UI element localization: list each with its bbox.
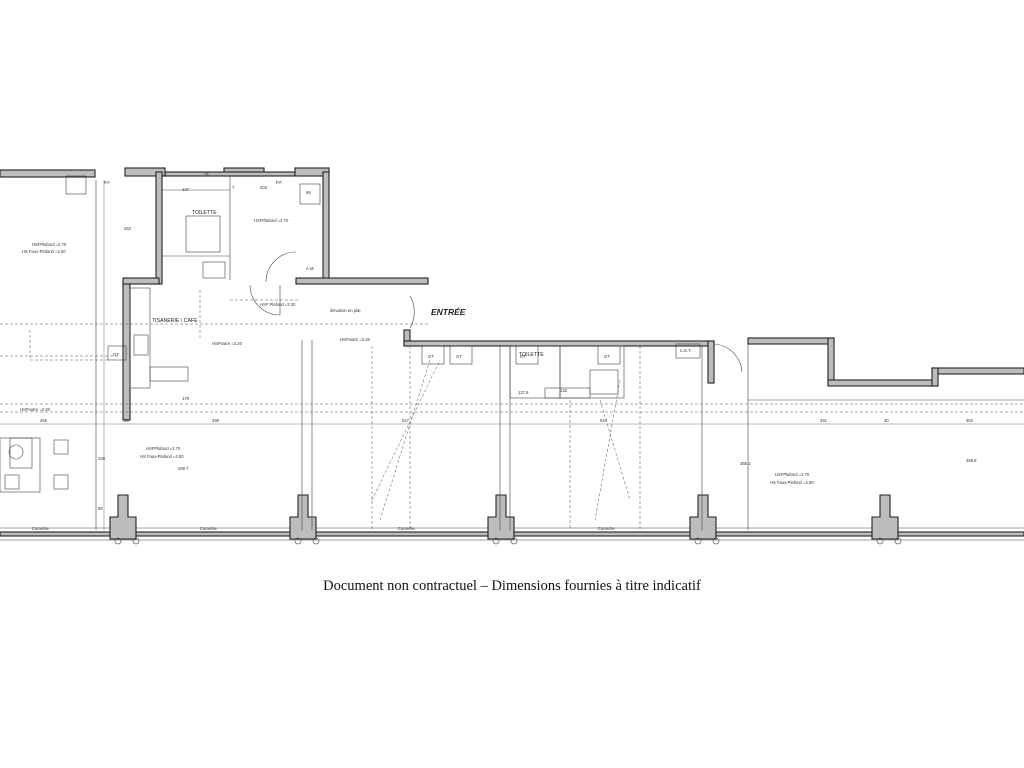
- label-toilette-2: TOILETTE: [519, 352, 544, 358]
- label-gt-2: GT: [428, 354, 434, 359]
- label-hsf-plafond-3: HSF Plafond =2.20: [260, 302, 296, 307]
- label-gt-5: GT: [604, 354, 610, 359]
- dim-455: 455: [40, 418, 48, 423]
- label-elevation: élévation en plat: [330, 308, 361, 313]
- interior-lines: [0, 175, 1024, 530]
- label-toilette-1: TOILETTE: [192, 210, 217, 216]
- label-hsf-plafond-2: HSFPlafond =2.70: [254, 218, 289, 223]
- dim-547b: 547: [600, 418, 608, 423]
- label-gt-4: GT: [520, 354, 526, 359]
- label-hs-faux-plafond-1: HS Faux-Plafond =2.50: [22, 249, 66, 254]
- label-hsf-plafond-1: HSFPlafond =2.70: [32, 242, 67, 247]
- dim-20: 20: [124, 418, 129, 423]
- label-hs-faux-plafond-4: HS Faux-Plafond =2.50: [140, 454, 184, 459]
- dim-269-7: 269.7: [178, 466, 189, 471]
- exterior-walls: [0, 167, 1024, 541]
- disclaimer-caption: Document non contractuel – Dimensions fo…: [323, 578, 701, 594]
- label-entree: ENTRÉE: [431, 307, 466, 317]
- label-pf-left: P.F.: [104, 180, 111, 185]
- dim-462: 462: [966, 418, 974, 423]
- dim-366-8: 366.8: [966, 458, 977, 463]
- label-al: AL: [204, 171, 210, 176]
- label-am: A.M.: [306, 266, 315, 271]
- dim-491: 491: [820, 418, 828, 423]
- dim-547: 547: [402, 418, 410, 423]
- dim-69: 69: [306, 190, 311, 195]
- dim-7: 7: [232, 185, 235, 190]
- label-hsp-poutre-2: HSPoutre =2.20: [212, 341, 243, 346]
- label-gt-1: GT: [113, 352, 119, 357]
- floor-plan: ENTRÉE TOILETTE TOILETTE TISANERIE / CAF…: [0, 167, 1024, 545]
- label-corniche-3: Corniche: [398, 526, 415, 531]
- dim-127: 127: [182, 187, 190, 192]
- dim-127-6: 127.6: [518, 390, 529, 395]
- label-pf-mid: P.F.: [276, 180, 283, 185]
- label-gt-3: GT: [456, 354, 462, 359]
- label-hsf-plafond-4: HSFPlafond =2.70: [146, 446, 181, 451]
- label-hsf-plafond-5: HSFPlafond =2.70: [775, 472, 810, 477]
- label-corniche-4: Corniche: [598, 526, 615, 531]
- dim-496: 496: [212, 418, 220, 423]
- label-cet: C.E.T.: [680, 348, 691, 353]
- label-hsp-poutre-1: HSPoutre =2.20: [20, 407, 51, 412]
- label-corniche-1: Corniche: [32, 526, 49, 531]
- dim-132: 132: [560, 388, 568, 393]
- dim-365-1: 365.1: [740, 461, 751, 466]
- label-hsp-poutre-3: HSPoutre =2.20: [340, 337, 371, 342]
- dim-229: 229: [98, 456, 106, 461]
- dim-203: 203: [260, 185, 268, 190]
- label-tisanerie: TISANERIE / CAFE: [152, 318, 198, 324]
- label-hs-faux-plafond-5: HS Faux-Plafond =2.50: [770, 480, 814, 485]
- dim-30: 30: [884, 418, 889, 423]
- pillars: [109, 494, 902, 545]
- dim-88: 88: [98, 506, 103, 511]
- dim-179: 179: [182, 396, 190, 401]
- desk-furniture: [0, 437, 69, 493]
- label-corniche-2: Corniche: [200, 526, 217, 531]
- dim-262: 262: [124, 226, 132, 231]
